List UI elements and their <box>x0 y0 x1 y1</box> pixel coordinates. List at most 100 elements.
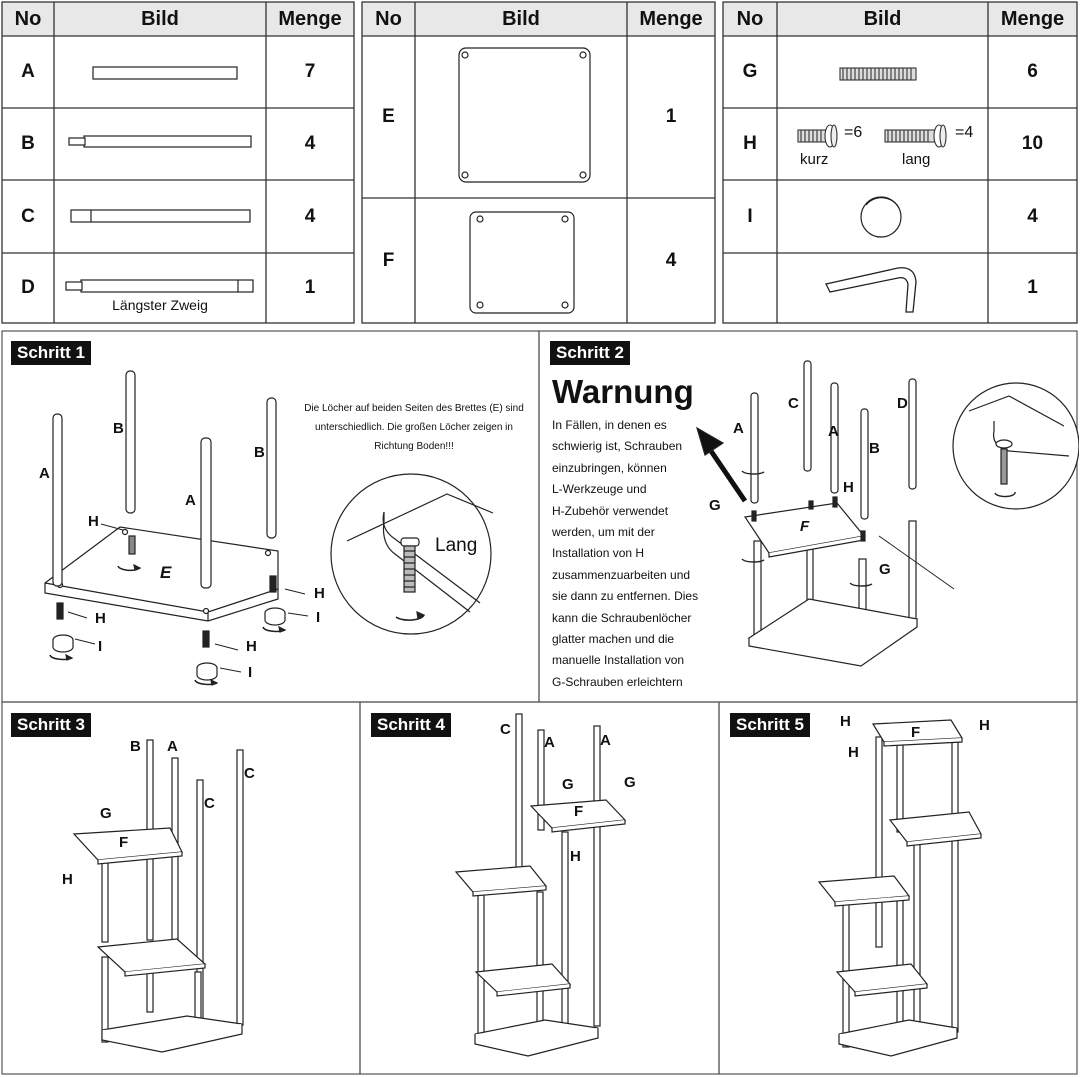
step-2-label-d: D <box>897 395 908 412</box>
header-menge: Menge <box>278 7 342 30</box>
step-5-illustration <box>817 719 982 1057</box>
part-no-c: C <box>21 205 35 227</box>
step-4-badge: Schritt 4 <box>371 713 452 737</box>
part-no-f: F <box>382 249 395 271</box>
step-1-label-i: I <box>248 664 253 681</box>
step-1-note: Die Löcher auf beiden Seiten des Brettes… <box>304 403 524 452</box>
step-4-label-g: G <box>624 774 636 791</box>
threaded-rod-g-drawing <box>839 67 917 81</box>
step-5-label-h: H <box>979 717 990 734</box>
step-4-label-f: F <box>574 803 584 820</box>
step-3-label-f: F <box>119 834 129 851</box>
part-qty-tool: 1 <box>1027 277 1038 298</box>
header-bild: Bild <box>863 7 902 30</box>
step-3-label-h: H <box>62 871 73 888</box>
tube-b-drawing <box>68 135 252 148</box>
step-4-label-c: C <box>500 721 511 738</box>
step-1-label-a: A <box>39 465 50 482</box>
part-drawings <box>65 47 947 314</box>
step-1-label-a: A <box>185 492 196 509</box>
step-1-label-b: B <box>254 444 265 461</box>
step-1-illustration: E <box>44 370 494 686</box>
part-d-caption: Längster Zweig <box>112 297 208 313</box>
header-bild: Bild <box>502 7 540 30</box>
step-2-label-g: G <box>879 561 891 578</box>
step-2-label-b: B <box>869 440 880 457</box>
tube-c-drawing <box>70 209 251 223</box>
part-qty-f: 4 <box>665 249 677 271</box>
step-5-label-f: F <box>911 724 921 741</box>
step-2-label-a: A <box>828 423 839 440</box>
screw-short-label: kurz <box>800 151 829 168</box>
part-no-i: I <box>747 205 753 227</box>
step-3-label-c: C <box>204 795 215 812</box>
step-1-label-b: B <box>113 420 124 437</box>
screw-long-count: =4 <box>955 124 974 141</box>
step-2-label-g: G <box>709 497 721 514</box>
warning-title: Warnung <box>552 373 694 410</box>
header-no: No <box>736 7 764 30</box>
step-3-label-c: C <box>244 765 255 782</box>
step-1-badge: Schritt 1 <box>11 341 92 365</box>
screw-long-label: lang <box>902 151 931 168</box>
step-1-label-h: H <box>88 513 99 530</box>
step-2-label-f: F <box>800 518 810 535</box>
step-4-label-g: G <box>562 776 574 793</box>
tube-d-drawing <box>65 279 254 293</box>
allen-key-drawing <box>825 267 917 313</box>
step-4-label-a: A <box>544 734 555 751</box>
screw-short-count: =6 <box>844 124 863 141</box>
step-2-label-a: A <box>733 420 744 437</box>
part-qty-g: 6 <box>1027 61 1038 82</box>
tube-a-drawing <box>92 66 238 80</box>
step-3-label-b: B <box>130 738 141 755</box>
warning-text: In Fällen, in denen es schwierig ist, Sc… <box>552 418 699 689</box>
part-qty-i: 4 <box>1027 205 1038 227</box>
part-qty-e: 1 <box>665 106 677 127</box>
header-menge: Menge <box>639 7 703 30</box>
step-3-illustration <box>72 739 244 1053</box>
part-no-d: D <box>21 277 35 298</box>
foot-cap-i-drawing <box>860 196 902 238</box>
part-qty-b: 4 <box>304 133 316 154</box>
step-1-label-h: H <box>95 610 106 627</box>
part-no-b: B <box>21 133 35 154</box>
step-5-badge: Schritt 5 <box>730 713 811 737</box>
step-1-zoom-label: Lang <box>435 535 478 556</box>
part-no-e: E <box>382 106 395 127</box>
step-1-label-i: I <box>98 638 103 655</box>
part-qty-h: 10 <box>1021 133 1044 154</box>
board-f-drawing <box>469 211 575 314</box>
part-no-a: A <box>21 61 35 82</box>
step-2-label-c: C <box>788 395 799 412</box>
header-no: No <box>14 7 42 30</box>
step-3-badge: Schritt 3 <box>11 713 92 737</box>
step-2-label-h: H <box>843 479 854 496</box>
board-e-drawing <box>458 47 591 183</box>
step-1-label-h: H <box>314 585 325 602</box>
step-5-label-h: H <box>840 713 851 730</box>
step-4-label-a: A <box>600 732 611 749</box>
step-3-label-g: G <box>100 805 112 822</box>
screw-short-drawing <box>797 124 838 148</box>
step-2-illustration <box>695 360 1079 667</box>
step-1-board-letter: E <box>160 563 172 582</box>
header-no: No <box>375 7 402 30</box>
part-no-g: G <box>742 61 758 82</box>
warning-arrow-icon <box>708 449 748 503</box>
step-1-label-i: I <box>316 609 321 626</box>
step-4-illustration <box>454 713 627 1057</box>
step-5-label-h: H <box>848 744 859 761</box>
part-qty-d: 1 <box>304 277 316 298</box>
parts-table-grid <box>1 1 1078 324</box>
part-qty-c: 4 <box>304 205 316 227</box>
step-4-label-h: H <box>570 848 581 865</box>
header-menge: Menge <box>1000 7 1065 30</box>
step-1-label-h: H <box>246 638 257 655</box>
header-bild: Bild <box>141 7 179 30</box>
step-2-badge: Schritt 2 <box>550 341 631 365</box>
screw-long-drawing <box>884 124 947 148</box>
part-qty-a: 7 <box>304 61 316 82</box>
part-no-h: H <box>743 133 757 154</box>
